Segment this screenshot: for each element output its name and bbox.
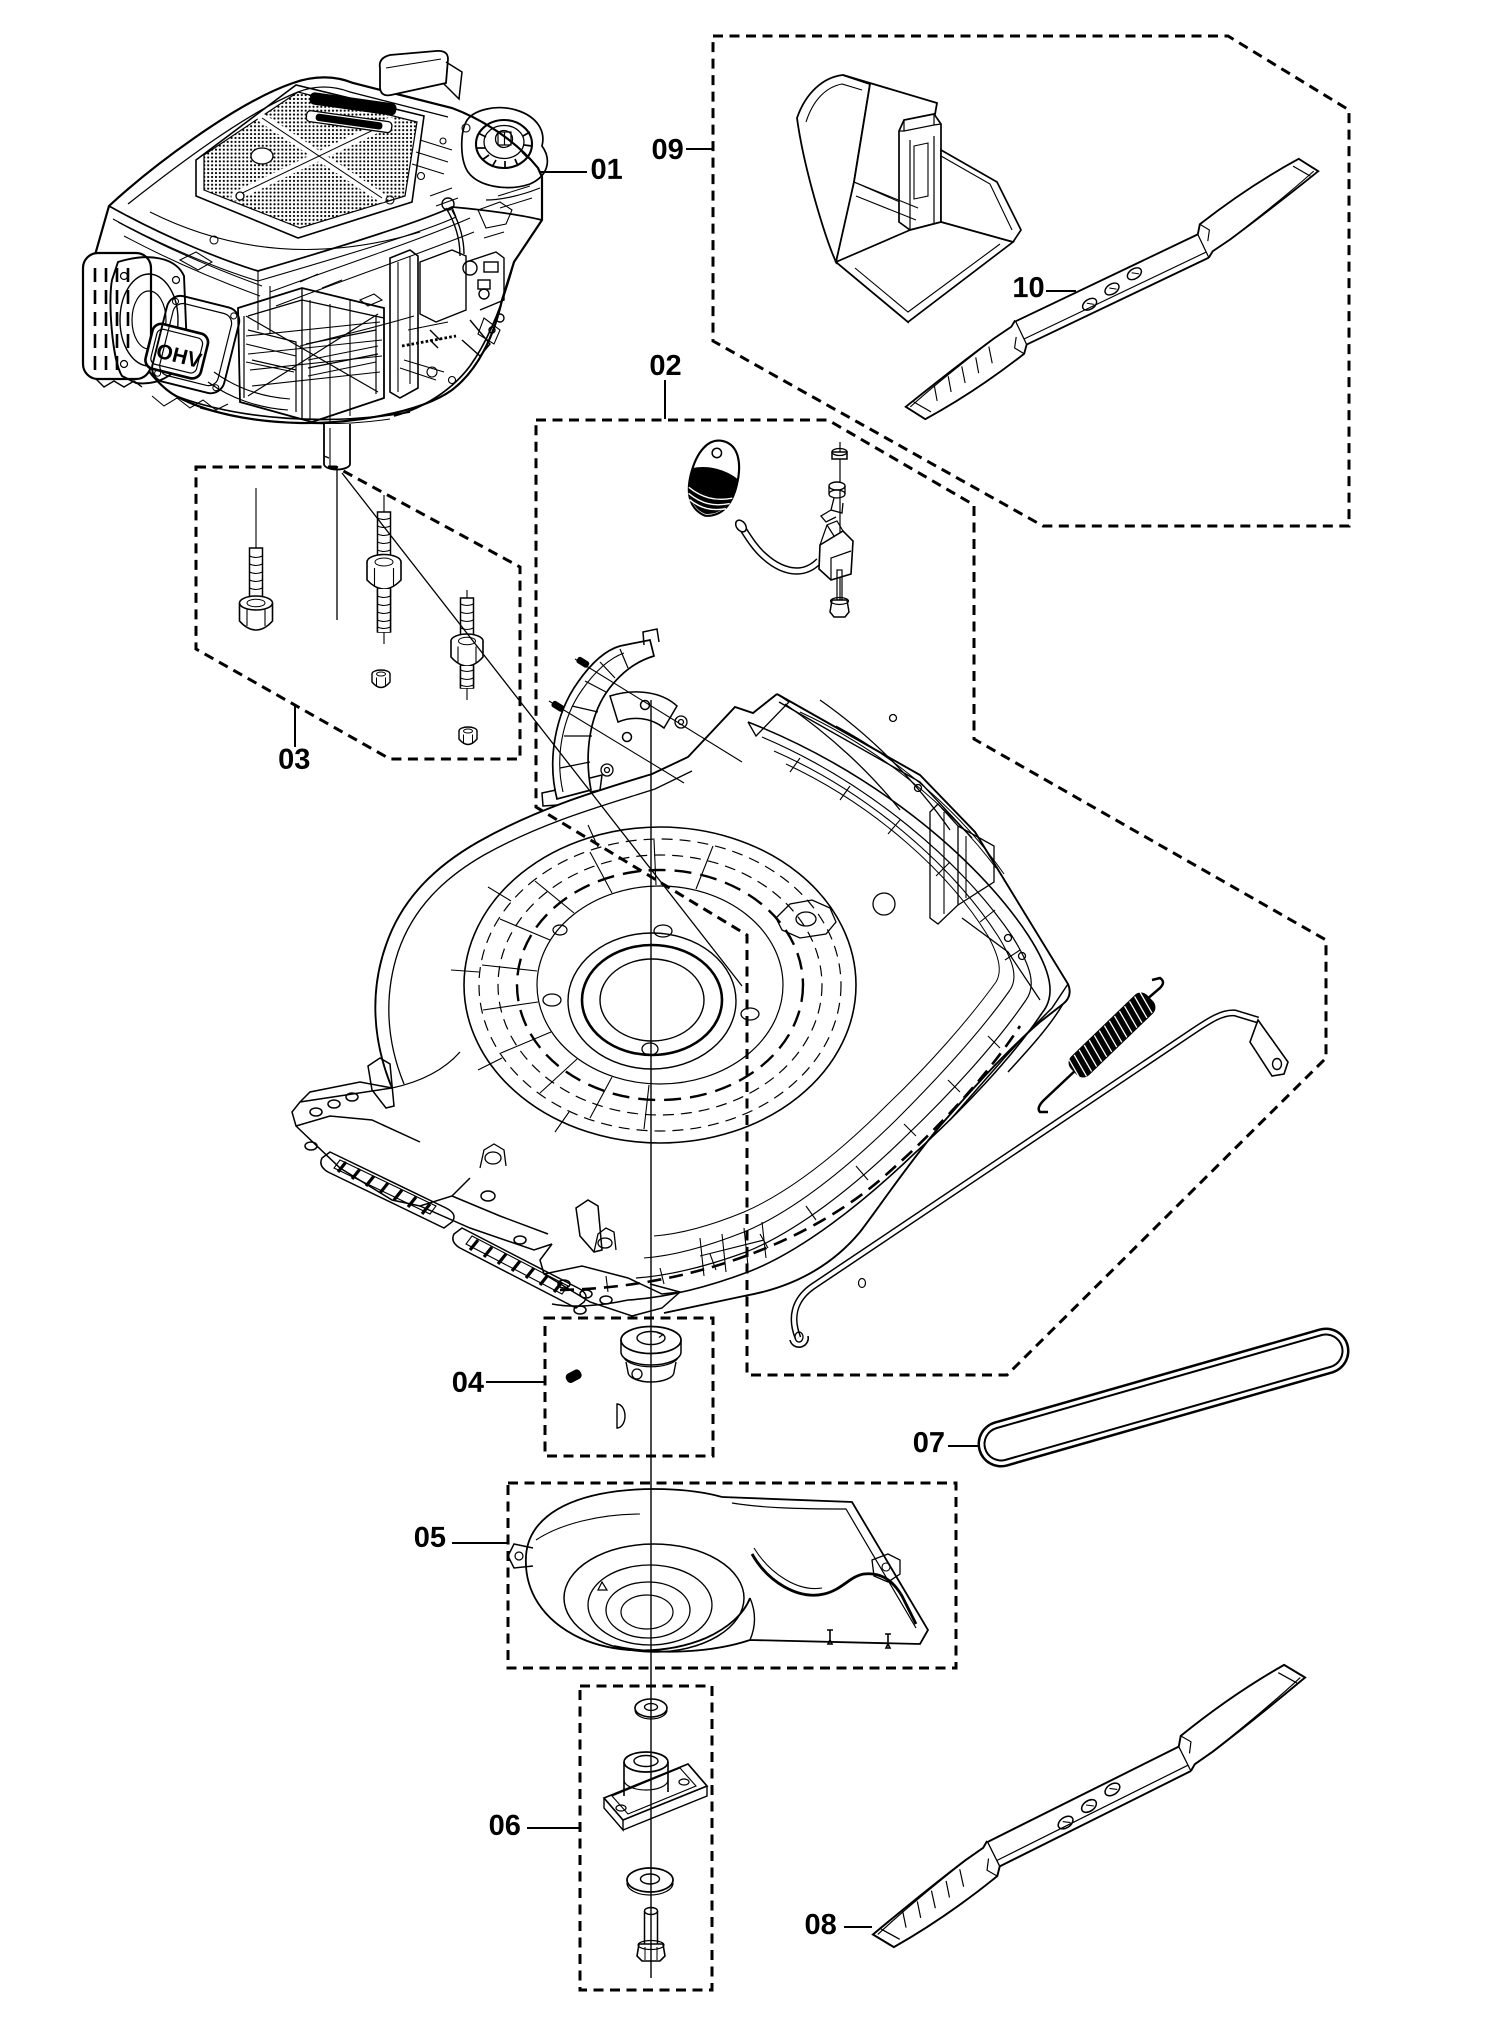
svg-text:05: 05 — [414, 1522, 446, 1554]
svg-text:10: 10 — [1012, 272, 1044, 304]
svg-text:07: 07 — [913, 1427, 945, 1459]
svg-text:02: 02 — [649, 350, 681, 382]
svg-text:08: 08 — [805, 1909, 837, 1941]
svg-text:03: 03 — [278, 744, 310, 776]
svg-text:04: 04 — [452, 1367, 484, 1399]
svg-text:09: 09 — [651, 134, 683, 166]
svg-text:01: 01 — [590, 154, 622, 186]
svg-text:06: 06 — [489, 1810, 521, 1842]
